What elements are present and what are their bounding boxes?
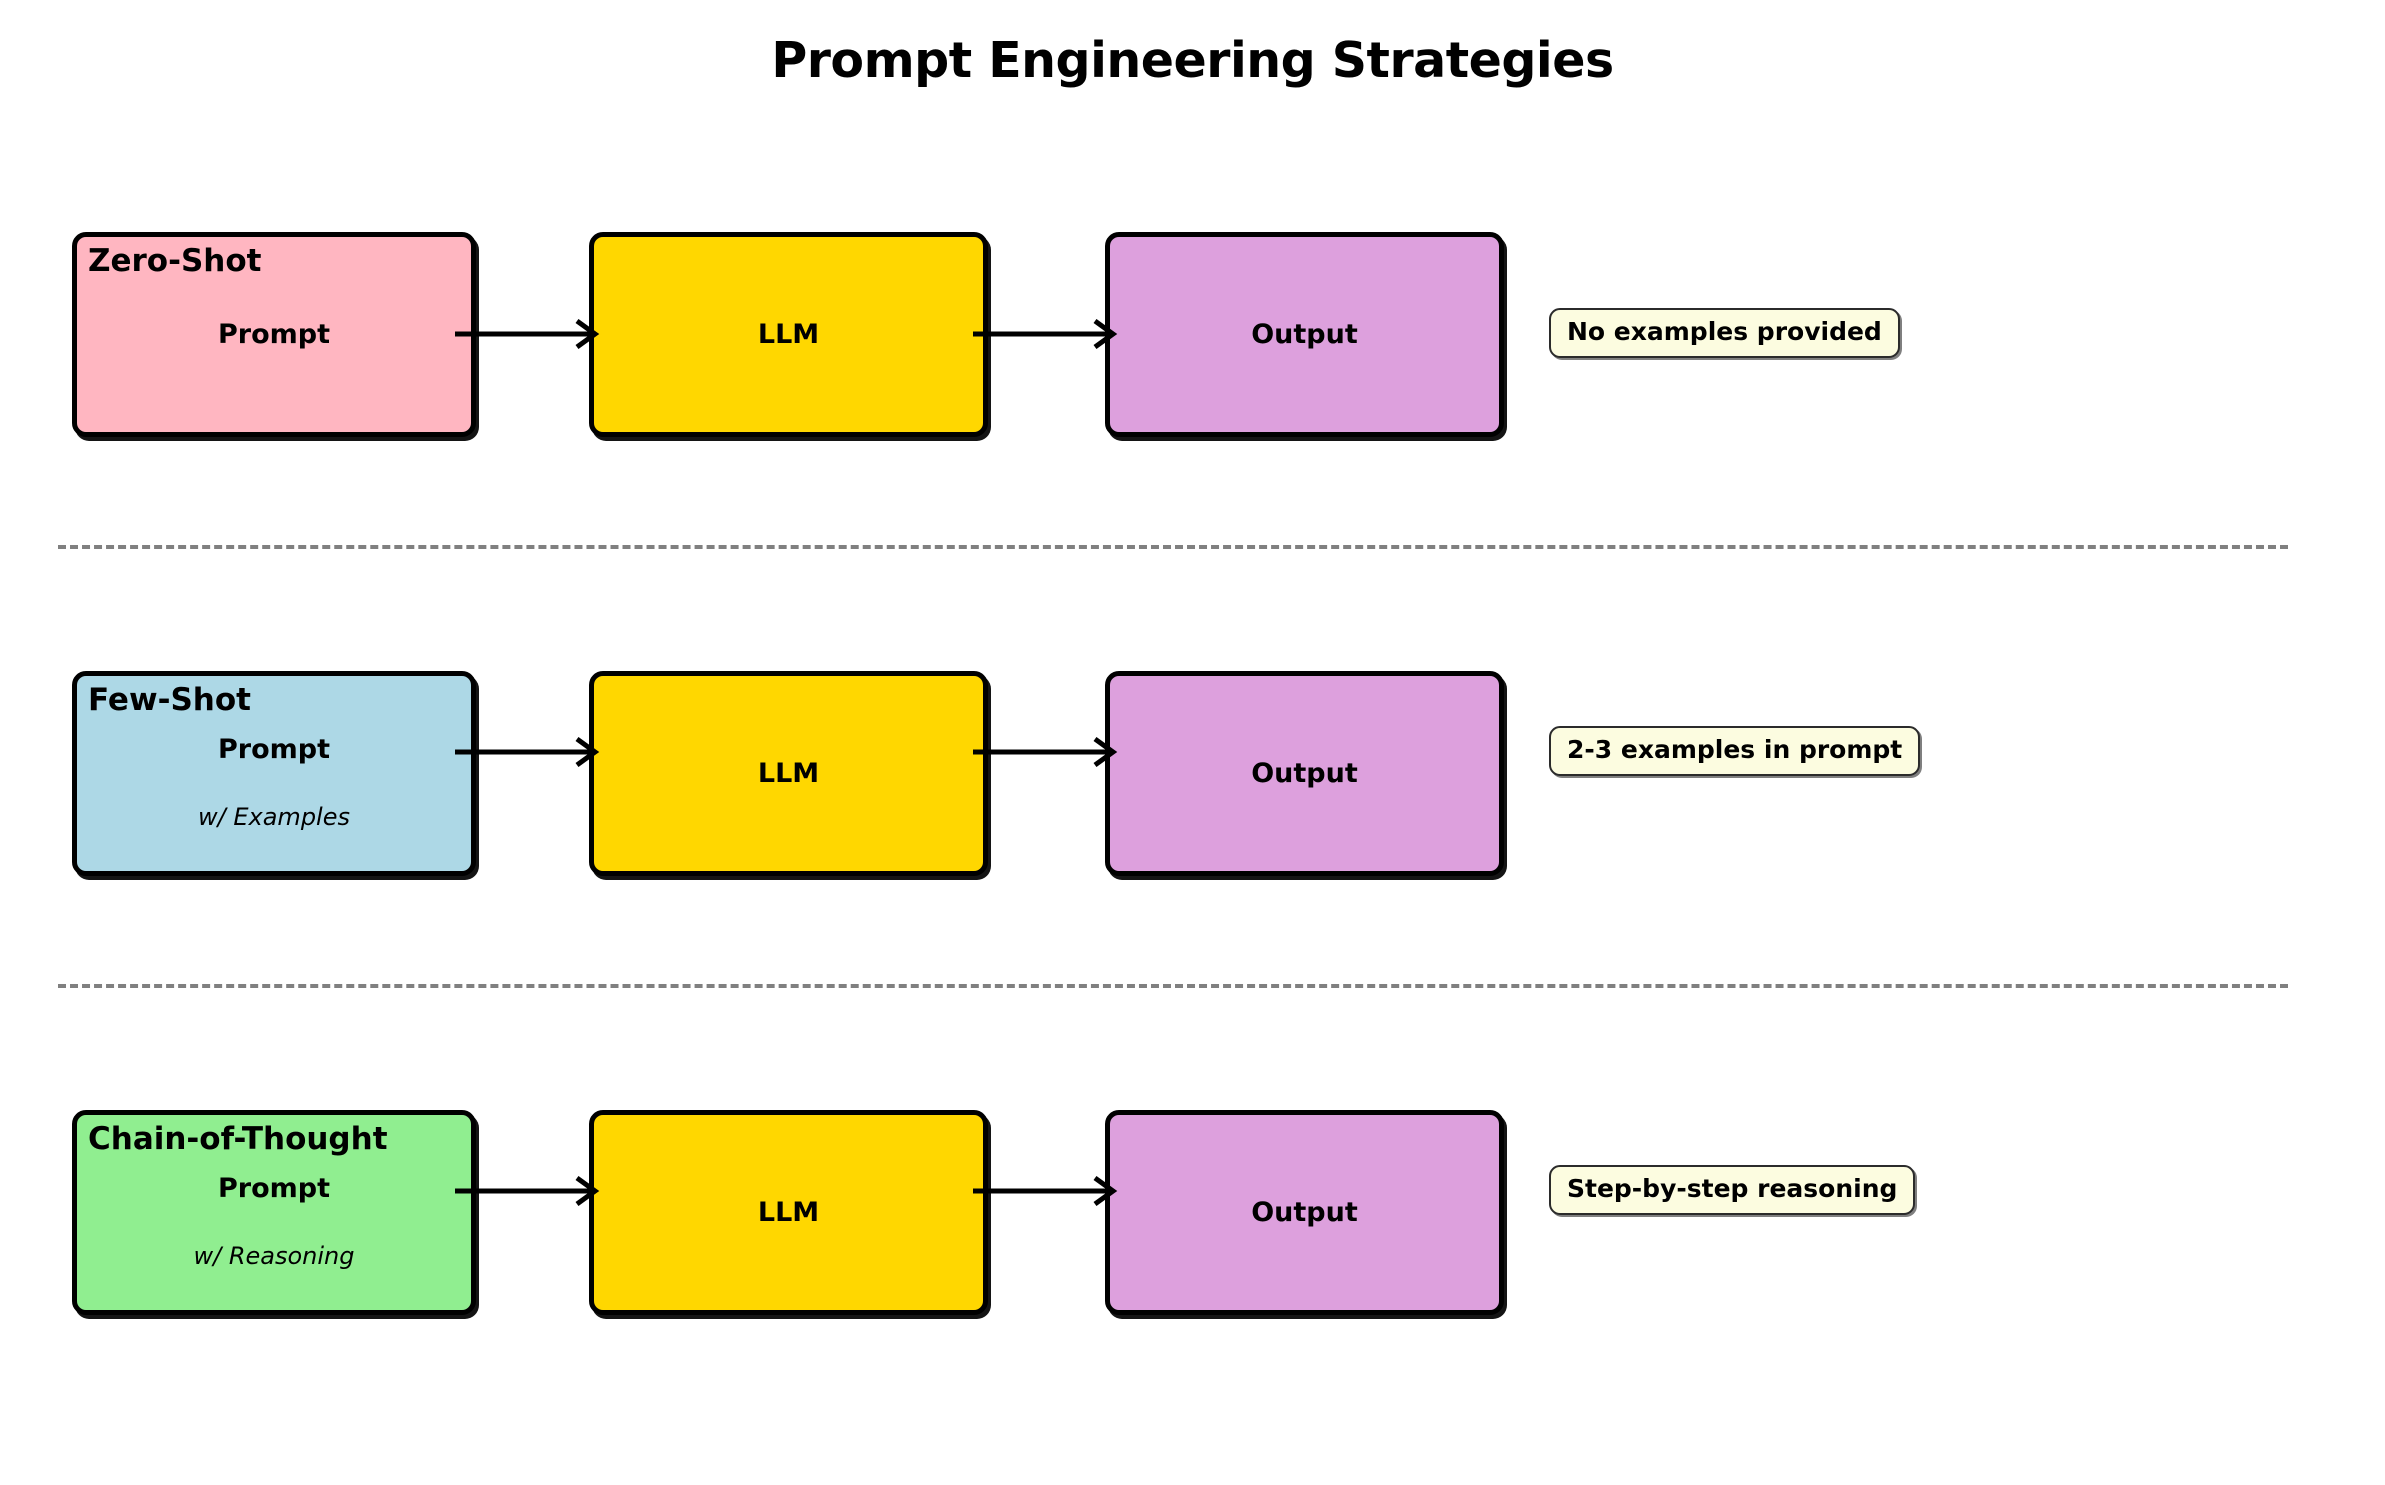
- llm-box-chain-of-thought[interactable]: LLM: [589, 1110, 988, 1315]
- output-box-chain-of-thought[interactable]: Output: [1105, 1110, 1504, 1315]
- prompt-box-chain-of-thought[interactable]: Prompt w/ Reasoning: [72, 1110, 476, 1315]
- llm-label: LLM: [757, 1197, 820, 1228]
- arrow-prompt-to-llm: [455, 319, 600, 349]
- output-box-content: Output: [1110, 237, 1499, 432]
- llm-label: LLM: [757, 758, 820, 789]
- strategy-label-zero-shot: Zero-Shot: [88, 243, 262, 279]
- arrow-prompt-to-llm: [455, 1176, 600, 1206]
- llm-box-content: LLM: [594, 237, 983, 432]
- note-badge-few-shot: 2-3 examples in prompt: [1549, 726, 1921, 777]
- prompt-sublabel: w/ Examples: [198, 803, 350, 831]
- prompt-box-content: Prompt: [77, 237, 471, 432]
- strategy-label-few-shot: Few-Shot: [88, 682, 251, 718]
- prompt-box-content: Prompt w/ Examples: [77, 676, 471, 871]
- llm-box-zero-shot[interactable]: LLM: [589, 232, 988, 437]
- row-separator-1: [58, 545, 2288, 549]
- prompt-label: Prompt: [217, 734, 331, 765]
- strategy-row-zero-shot: Prompt Zero-Shot LLM Output: [0, 232, 2385, 452]
- llm-box-content: LLM: [594, 676, 983, 871]
- strategy-row-chain-of-thought: Prompt w/ Reasoning Chain-of-Thought LLM…: [0, 1110, 2385, 1330]
- llm-label: LLM: [757, 319, 820, 350]
- arrow-llm-to-output: [973, 1176, 1118, 1206]
- output-label: Output: [1251, 758, 1358, 789]
- arrow-llm-to-output: [973, 319, 1118, 349]
- output-box-content: Output: [1110, 676, 1499, 871]
- prompt-box-zero-shot[interactable]: Prompt: [72, 232, 476, 437]
- note-badge-chain-of-thought: Step-by-step reasoning: [1549, 1165, 1916, 1216]
- arrow-prompt-to-llm: [455, 737, 600, 767]
- llm-box-content: LLM: [594, 1115, 983, 1310]
- prompt-label: Prompt: [217, 319, 331, 350]
- output-box-content: Output: [1110, 1115, 1499, 1310]
- output-label: Output: [1251, 1197, 1358, 1228]
- strategy-label-chain-of-thought: Chain-of-Thought: [88, 1121, 388, 1157]
- llm-box-few-shot[interactable]: LLM: [589, 671, 988, 876]
- page-title: Prompt Engineering Strategies: [771, 32, 1614, 89]
- output-label: Output: [1251, 319, 1358, 350]
- prompt-label: Prompt: [217, 1173, 331, 1204]
- note-badge-zero-shot: No examples provided: [1549, 308, 1900, 359]
- strategy-row-few-shot: Prompt w/ Examples Few-Shot LLM Output: [0, 671, 2385, 891]
- output-box-zero-shot[interactable]: Output: [1105, 232, 1504, 437]
- arrow-llm-to-output: [973, 737, 1118, 767]
- prompt-box-content: Prompt w/ Reasoning: [77, 1115, 471, 1310]
- prompt-sublabel: w/ Reasoning: [193, 1242, 355, 1270]
- prompt-box-few-shot[interactable]: Prompt w/ Examples: [72, 671, 476, 876]
- output-box-few-shot[interactable]: Output: [1105, 671, 1504, 876]
- row-separator-2: [58, 984, 2288, 988]
